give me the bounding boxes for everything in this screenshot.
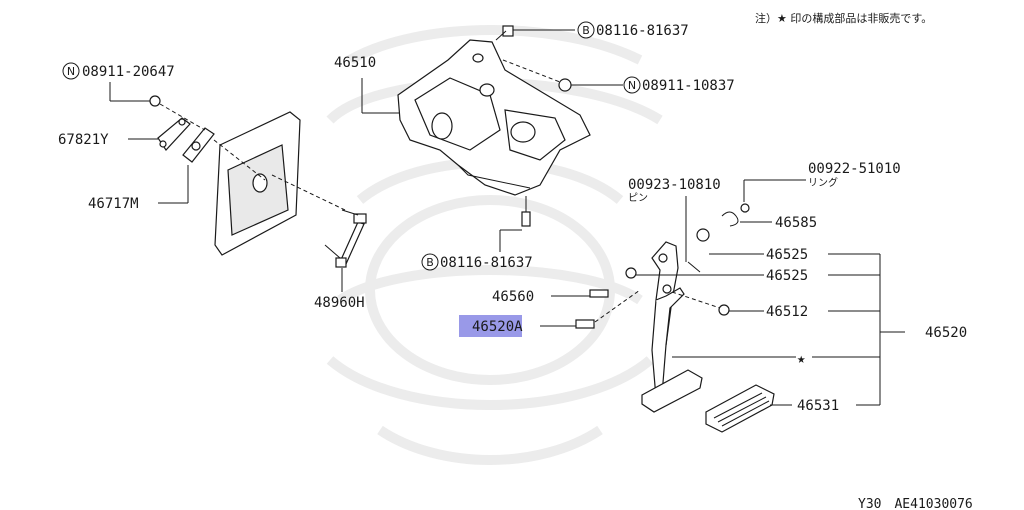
stopper-46512[interactable] [718, 304, 730, 316]
label-46717M[interactable]: 46717M [88, 196, 139, 212]
label-46560[interactable]: 46560 [492, 289, 534, 305]
ring-00922[interactable] [740, 203, 750, 213]
brake-pedal-46520[interactable] [641, 241, 703, 413]
callout-prefix-n-left: N [67, 65, 75, 78]
bushing-46525-lower[interactable] [625, 267, 637, 279]
rod-48960H[interactable] [324, 209, 367, 268]
label-08911-20647[interactable]: 08911-20647 [82, 64, 175, 80]
highlight-46520A [459, 315, 522, 337]
callout-prefix-n-right: N [628, 79, 636, 92]
label-08911-10837[interactable]: 08911-10837 [642, 78, 735, 94]
label-08116-81637-top[interactable]: 08116-81637 [596, 23, 689, 39]
callout-prefix-b-top: B [582, 24, 590, 37]
label-46525-upper[interactable]: 46525 [766, 247, 808, 263]
gasket-67821Y[interactable] [157, 117, 191, 151]
pin-00923[interactable] [687, 261, 701, 273]
nut-08911-10837[interactable] [558, 78, 572, 92]
label-48960H[interactable]: 48960H [314, 295, 365, 311]
nut-08911-20647[interactable] [149, 95, 161, 107]
callout-circle-n-right [623, 76, 641, 94]
leader-lines [109, 29, 905, 406]
bolt-46560[interactable] [589, 289, 609, 298]
label-46510[interactable]: 46510 [334, 55, 376, 71]
bolt-46520A[interactable] [575, 319, 595, 329]
label-00923-sub: ピン [628, 192, 648, 204]
label-46525-lower[interactable]: 46525 [766, 268, 808, 284]
label-46512[interactable]: 46512 [766, 304, 808, 320]
callout-circle-b-bottom [421, 253, 439, 271]
label-00922-51010[interactable]: 00922-51010 [808, 161, 901, 177]
label-star: ★ [797, 351, 806, 367]
pedal-bracket-46510[interactable] [397, 39, 591, 196]
stopper-46717M[interactable] [182, 127, 215, 163]
label-46585[interactable]: 46585 [775, 215, 817, 231]
label-67821Y[interactable]: 67821Y [58, 132, 109, 148]
non-sale-note: 注）★ 印の構成部品は非販売です。 [755, 11, 932, 25]
diagram-code: Y30 AE41030076 [858, 497, 973, 510]
callout-circle-b-top [577, 21, 595, 39]
callout-circle-n-left [62, 62, 80, 80]
label-46520A[interactable]: 46520A [472, 319, 523, 335]
callout-prefix-b-bottom: B [426, 256, 434, 269]
dash-panel [214, 111, 301, 256]
label-00923-10810[interactable]: 00923-10810 [628, 177, 721, 193]
pedal-pad-46531[interactable] [705, 384, 775, 433]
label-08116-81637-bottom[interactable]: 08116-81637 [440, 255, 533, 271]
bushing-46525-upper[interactable] [696, 228, 710, 242]
label-46531[interactable]: 46531 [797, 398, 839, 414]
bolt-08116-bottom[interactable] [521, 196, 531, 227]
label-00922-sub: リング [808, 176, 838, 189]
bolt-08116-top[interactable] [495, 25, 514, 41]
spring-46585[interactable] [721, 211, 739, 227]
label-46520[interactable]: 46520 [925, 325, 967, 341]
